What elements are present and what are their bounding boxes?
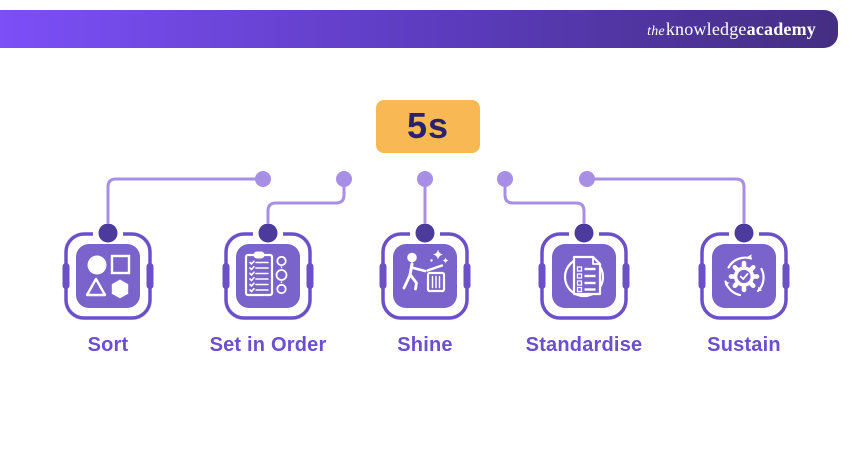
checklist-sequence-icon xyxy=(222,223,314,320)
step-label-standardise: Standardise xyxy=(525,334,643,356)
step-card-sort xyxy=(58,223,158,324)
title-5s-label: 5s xyxy=(406,104,450,146)
clean-up-trash-icon xyxy=(379,223,471,320)
step-card-shine xyxy=(375,223,475,324)
connector-line-standardise xyxy=(503,177,586,235)
gear-cycle-icon xyxy=(698,223,790,320)
step-label-shine: Shine xyxy=(397,334,453,356)
connector-node-2 xyxy=(336,171,352,187)
shapes-icon xyxy=(62,223,154,320)
standard-document-icon xyxy=(538,223,630,320)
connector-node-3 xyxy=(417,171,433,187)
step-card-set-in-order xyxy=(218,223,318,324)
title-5s-box: 5s xyxy=(376,100,480,153)
connector-node-5 xyxy=(579,171,595,187)
step-label-sort: Sort xyxy=(87,334,129,356)
connector-line-sort xyxy=(106,177,265,235)
connector-node-4 xyxy=(497,171,513,187)
brand-knowledge: knowledge xyxy=(665,18,747,39)
brand-the: the xyxy=(647,23,665,39)
step-card-sustain xyxy=(694,223,794,324)
header-brand-bar: theknowledgeacademy xyxy=(0,10,838,48)
connector-line-sustain xyxy=(585,177,746,235)
step-card-standardise xyxy=(534,223,634,324)
connector-line-setinorder xyxy=(266,177,346,235)
connector-node-1 xyxy=(255,171,271,187)
step-label-setinorder: Set in Order xyxy=(209,334,327,356)
brand-logo: theknowledgeacademy xyxy=(647,19,816,40)
step-label-sustain: Sustain xyxy=(707,334,781,356)
brand-academy: academy xyxy=(746,18,816,39)
